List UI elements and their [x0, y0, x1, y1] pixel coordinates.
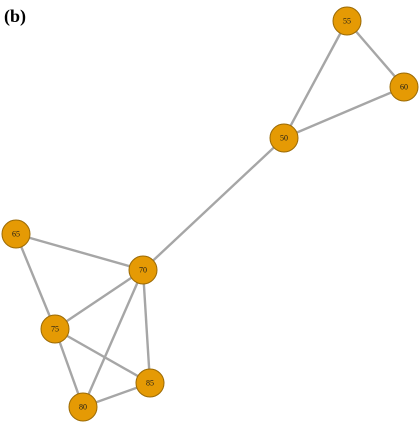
node-circle-55: [332, 6, 362, 36]
edge-55-50: [282, 20, 349, 139]
node-55: 55: [332, 6, 362, 36]
edge-65-75: [14, 233, 57, 330]
node-label-75: 75: [51, 324, 59, 333]
node-label-65: 65: [12, 229, 20, 238]
edge-50-70: [142, 137, 285, 271]
node-label-60: 60: [400, 82, 408, 91]
node-85: 85: [135, 368, 165, 398]
node-label-55: 55: [343, 16, 351, 25]
edge-layer: [14, 20, 405, 409]
edge-65-70: [15, 232, 144, 272]
node-layer: 55 60 50 65 70 75 85 80: [1, 6, 419, 422]
node-circle-60: [389, 72, 419, 102]
node-60: 60: [389, 72, 419, 102]
panel-label: (b): [4, 6, 26, 26]
node-circle-70: [128, 255, 158, 285]
node-label-70: 70: [139, 265, 147, 274]
node-circle-75: [40, 314, 70, 344]
node-circle-65: [1, 219, 31, 249]
edge-75-85: [54, 327, 151, 385]
node-70: 70: [128, 255, 158, 285]
node-75: 75: [40, 314, 70, 344]
node-circle-50: [269, 123, 299, 153]
node-circle-80: [68, 392, 98, 422]
edge-70-80: [81, 269, 145, 408]
node-65: 65: [1, 219, 31, 249]
node-label-50: 50: [280, 133, 288, 142]
node-50: 50: [269, 123, 299, 153]
edge-55-60: [346, 20, 405, 88]
node-label-80: 80: [79, 402, 87, 411]
node-circle-85: [135, 368, 165, 398]
edge-60-50: [283, 85, 405, 140]
edge-70-85: [141, 269, 152, 384]
edge-70-75: [54, 269, 144, 330]
node-80: 80: [68, 392, 98, 422]
node-label-85: 85: [146, 378, 154, 387]
